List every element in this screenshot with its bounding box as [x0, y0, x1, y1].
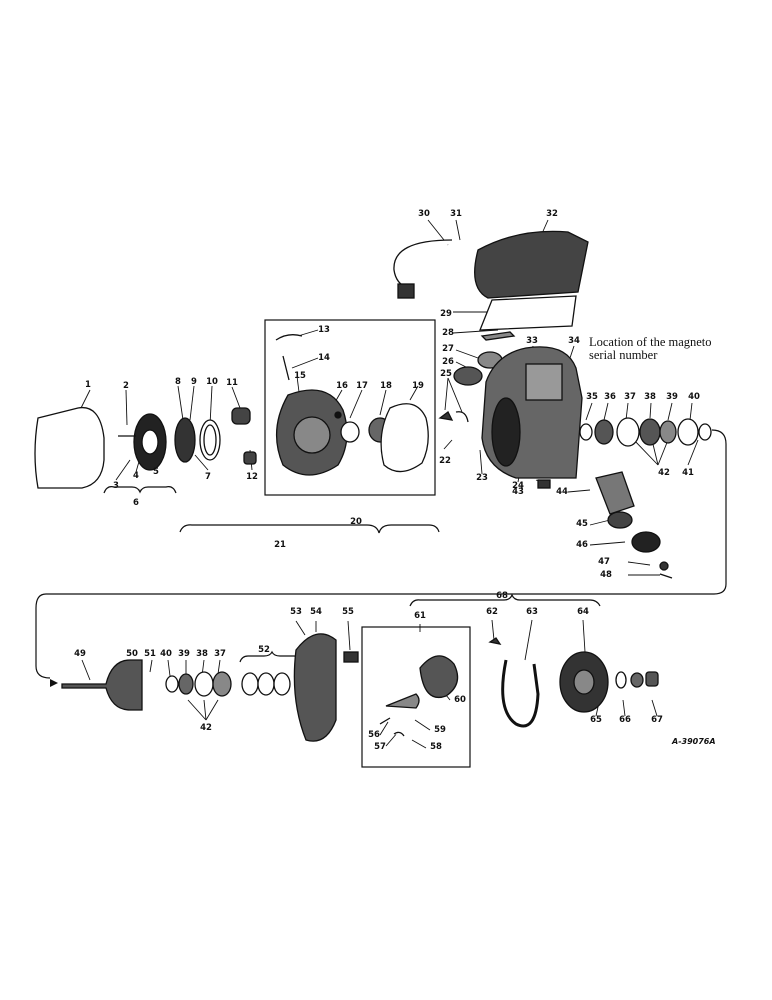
part-cover: [474, 230, 589, 299]
part-end-housing: [293, 633, 337, 742]
callout-68: 68: [496, 590, 508, 601]
callout-33: 33: [526, 335, 538, 346]
callout-22: 22: [439, 455, 451, 466]
callout-31: 31: [450, 208, 462, 219]
callout-29: 29: [440, 308, 452, 319]
callout-44: 44: [556, 486, 568, 497]
callout-54: 54: [310, 606, 322, 617]
callout-8: 8: [175, 376, 181, 387]
part-distributor-cap: [34, 406, 105, 489]
callout-39: 39: [178, 648, 190, 659]
callout-50: 50: [126, 648, 138, 659]
callout-23: 23: [476, 472, 488, 483]
callout-46: 46: [576, 539, 588, 550]
part-coil: [595, 471, 635, 515]
part-breaker-plate: [419, 655, 459, 698]
callout-66: 66: [619, 714, 631, 725]
callout-49: 49: [74, 648, 86, 659]
connector-line: [35, 429, 727, 679]
brace-52: [239, 650, 303, 663]
brace-68: [409, 593, 601, 607]
callout-61: 61: [414, 610, 426, 621]
callout-7: 7: [205, 471, 211, 482]
callout-21: 21: [274, 539, 286, 550]
connector-arrow: [50, 679, 58, 687]
group-box-61: [361, 626, 471, 768]
note-line-1: Location of the magneto: [589, 335, 712, 349]
callout-40: 40: [688, 391, 700, 402]
callout-32: 32: [546, 208, 558, 219]
part-lead-wire: [393, 239, 453, 289]
callout-2: 2: [123, 380, 129, 391]
callout-43: 43: [512, 486, 524, 497]
callout-42: 42: [658, 467, 670, 478]
callout-20: 20: [350, 516, 362, 527]
callout-52: 52: [258, 644, 270, 655]
callout-41: 41: [682, 467, 694, 478]
callout-62: 62: [486, 606, 498, 617]
part-gasket: [479, 295, 577, 331]
callout-40: 40: [160, 648, 172, 659]
callout-35: 35: [586, 391, 598, 402]
callout-63: 63: [526, 606, 538, 617]
callout-17: 17: [356, 380, 368, 391]
callout-18: 18: [380, 380, 392, 391]
callout-47: 47: [598, 556, 610, 567]
part-armature: [61, 659, 143, 711]
callout-11: 11: [226, 377, 238, 388]
callout-1: 1: [85, 379, 91, 390]
callout-53: 53: [290, 606, 302, 617]
callout-38: 38: [196, 648, 208, 659]
callout-65: 65: [590, 714, 602, 725]
part-spring-coil: [501, 659, 540, 728]
callout-51: 51: [144, 648, 156, 659]
serial-number-note: Location of the magneto serial number: [589, 336, 712, 362]
callout-25: 25: [440, 368, 452, 379]
callout-16: 16: [336, 380, 348, 391]
callout-57: 57: [374, 741, 386, 752]
callout-56: 56: [368, 729, 380, 740]
callout-59: 59: [434, 724, 446, 735]
callout-38: 38: [644, 391, 656, 402]
callout-26: 26: [442, 356, 454, 367]
callout-45: 45: [576, 518, 588, 529]
callout-58: 58: [430, 741, 442, 752]
callout-5: 5: [153, 466, 159, 477]
callout-3: 3: [113, 480, 119, 491]
brace-21: [179, 524, 440, 534]
callout-9: 9: [191, 376, 197, 387]
figure-reference: A-39076A: [672, 737, 716, 746]
callout-14: 14: [318, 352, 330, 363]
callout-64: 64: [577, 606, 589, 617]
group-box-20: [264, 319, 436, 496]
callout-37: 37: [624, 391, 636, 402]
callout-19: 19: [412, 380, 424, 391]
callout-34: 34: [568, 335, 580, 346]
callout-13: 13: [318, 324, 330, 335]
callout-4: 4: [133, 470, 139, 481]
callout-39: 39: [666, 391, 678, 402]
note-line-2: serial number: [589, 348, 658, 362]
callout-6: 6: [133, 497, 139, 508]
callout-27: 27: [442, 343, 454, 354]
callout-67: 67: [651, 714, 663, 725]
callout-15: 15: [294, 370, 306, 381]
callout-12: 12: [246, 471, 258, 482]
callout-60: 60: [454, 694, 466, 705]
callout-55: 55: [342, 606, 354, 617]
callout-48: 48: [600, 569, 612, 580]
callout-42: 42: [200, 722, 212, 733]
callout-28: 28: [442, 327, 454, 338]
callout-10: 10: [206, 376, 218, 387]
callout-36: 36: [604, 391, 616, 402]
brace-6: [103, 486, 177, 494]
callout-30: 30: [418, 208, 430, 219]
callout-37: 37: [214, 648, 226, 659]
callout-24: 24: [512, 480, 524, 491]
